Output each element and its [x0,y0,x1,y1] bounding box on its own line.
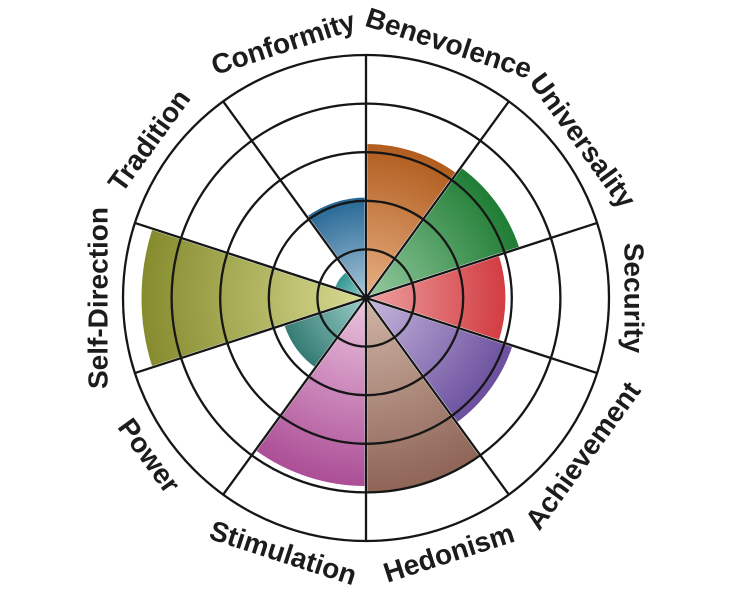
sector-boundary-line [222,297,367,496]
sector-label-self-direction: Self-Direction [83,207,114,389]
sector-boundary-line [222,100,367,299]
sector-wedge-self-direction [138,226,368,370]
sector-boundary-line [365,100,510,299]
sector-boundary-line [134,296,367,375]
sector-boundary-line [134,221,367,300]
sector-boundary-line [365,297,510,496]
sector-wedge-benevolence [364,140,459,300]
sector-wedge-universality [364,164,523,300]
sector-label-security: Security [619,243,650,354]
sector-wedge-security [364,252,509,344]
sector-boundary-line [365,296,598,375]
sector-boundary-line [365,221,598,300]
sector-wedge-hedonism [364,296,484,497]
